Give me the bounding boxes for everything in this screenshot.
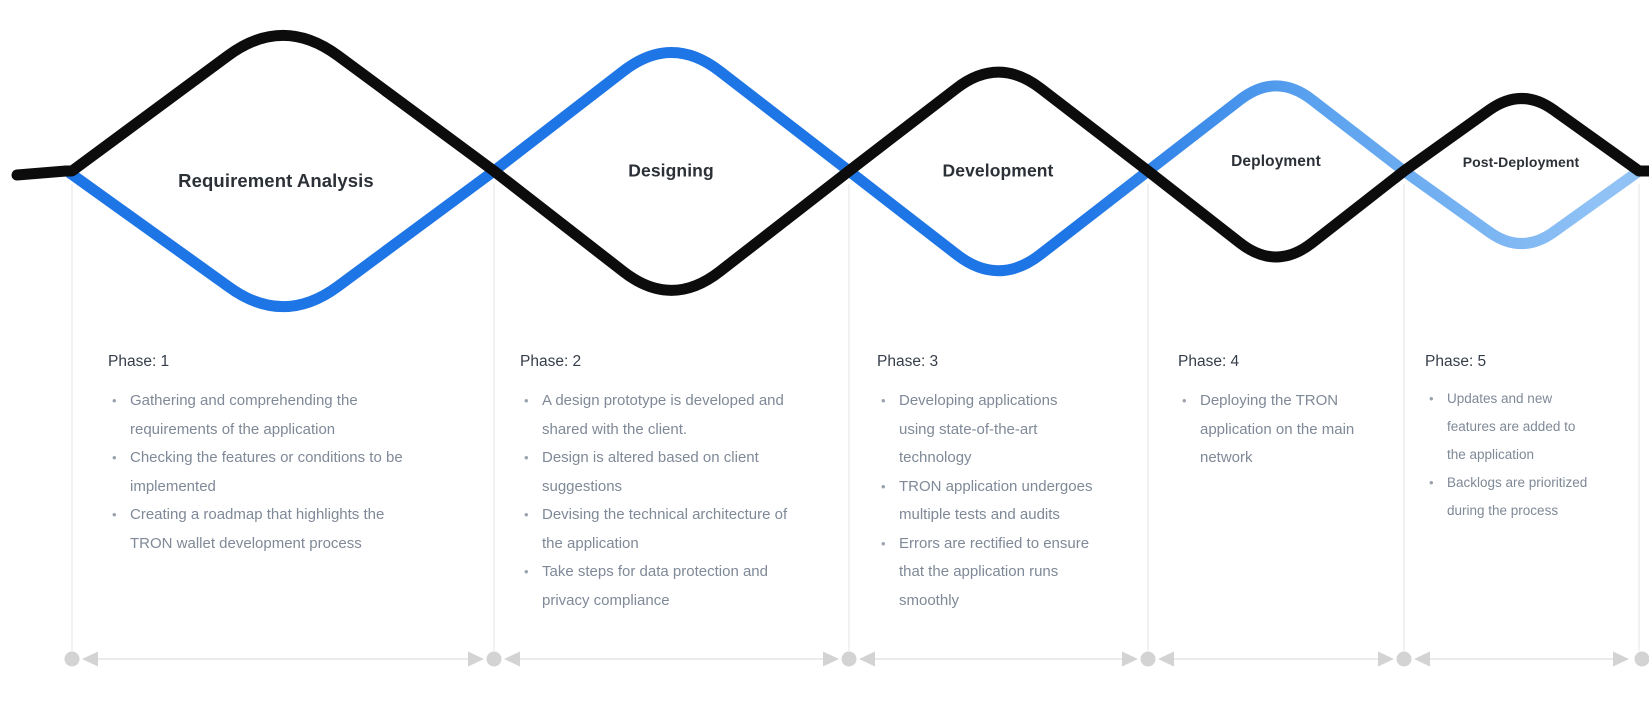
phase-bullets: Updates and new features are added to th… <box>1425 385 1590 525</box>
phase-bullets: A design prototype is developed and shar… <box>520 387 805 615</box>
phase-bullets: Deploying the TRON application on the ma… <box>1178 387 1388 473</box>
bottom-timeline <box>64 651 1649 667</box>
bullet-item: Deploying the TRON application on the ma… <box>1178 387 1388 473</box>
phase-bullets: Developing applications using state-of-t… <box>877 387 1097 615</box>
left-arrowhead-icon <box>504 651 520 667</box>
left-arrowhead-icon <box>859 651 875 667</box>
phase-column-2: Phase: 2 A design prototype is developed… <box>520 351 805 615</box>
right-arrowhead-icon <box>823 651 839 667</box>
timeline-dot <box>486 651 502 667</box>
bullet-item: A design prototype is developed and shar… <box>520 387 805 444</box>
timeline-dot <box>64 651 80 667</box>
bullet-item: Developing applications using state-of-t… <box>877 387 1097 473</box>
phase-label: Phase: 2 <box>520 353 582 370</box>
bullet-item: Updates and new features are added to th… <box>1425 385 1590 469</box>
timeline-dots <box>64 651 1649 667</box>
left-arrowhead-icon <box>1414 651 1430 667</box>
bullet-item: Devising the technical architecture of t… <box>520 501 805 558</box>
phase-label: Phase: 1 <box>108 353 170 370</box>
phase-bullets: Gathering and comprehending the requirem… <box>108 387 418 558</box>
phase-title-post-deployment: Post-Deployment <box>1462 154 1580 170</box>
black-wave-line <box>11 29 1649 296</box>
phase-title-requirement-analysis: Requirement Analysis <box>178 170 374 191</box>
bullet-item: Checking the features or conditions to b… <box>108 444 418 501</box>
timeline-arrowheads <box>82 651 1629 667</box>
phase-title-designing: Designing <box>628 160 714 181</box>
timeline-dot <box>841 651 857 667</box>
bullet-item: Take steps for data protection and priva… <box>520 558 805 615</box>
phase-title-development: Development <box>942 160 1054 181</box>
left-arrowhead-icon <box>82 651 98 667</box>
right-arrowhead-icon <box>1378 651 1394 667</box>
right-arrowhead-icon <box>1122 651 1138 667</box>
phase-column-1: Phase: 1 Gathering and comprehending the… <box>108 351 418 558</box>
left-arrowhead-icon <box>1158 651 1174 667</box>
timeline-dot <box>1140 651 1156 667</box>
phase-title-deployment: Deployment <box>1231 153 1321 170</box>
phase-label: Phase: 4 <box>1178 353 1240 370</box>
phase-column-5: Phase: 5 Updates and new features are ad… <box>1425 351 1590 525</box>
blue-wave-line <box>64 47 1645 313</box>
phase-column-4: Phase: 4 Deploying the TRON application … <box>1178 351 1388 473</box>
bullet-item: Gathering and comprehending the requirem… <box>108 387 418 444</box>
phase-dividers <box>71 184 1640 651</box>
phase-label: Phase: 5 <box>1425 353 1487 370</box>
right-arrowhead-icon <box>1613 651 1629 667</box>
bullet-item: Errors are rectified to ensure that the … <box>877 530 1097 616</box>
bullet-item: Backlogs are prioritized during the proc… <box>1425 469 1590 525</box>
right-arrowhead-icon <box>468 651 484 667</box>
phase-label: Phase: 3 <box>877 353 939 370</box>
timeline-dot <box>1396 651 1412 667</box>
bullet-item: Design is altered based on client sugges… <box>520 444 805 501</box>
bullet-item: TRON application undergoes multiple test… <box>877 473 1097 530</box>
phase-column-3: Phase: 3 Developing applications using s… <box>877 351 1097 615</box>
bullet-item: Creating a roadmap that highlights the T… <box>108 501 418 558</box>
timeline-dot <box>1634 651 1649 667</box>
